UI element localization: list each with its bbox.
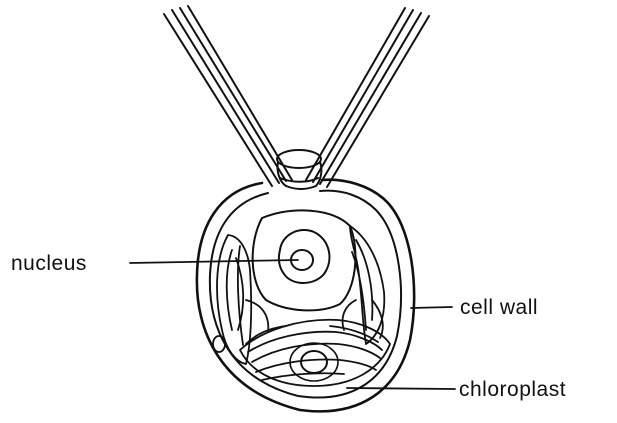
cell-wall <box>197 180 414 412</box>
leader-line-chloroplast <box>347 388 455 389</box>
label-chloroplast: chloroplast <box>459 378 566 401</box>
flagellum-left <box>164 6 292 186</box>
leader-line-nucleus <box>130 260 298 263</box>
contractile-vacuole <box>213 336 225 352</box>
label-cell-wall: cell wall <box>460 296 538 319</box>
label-nucleus: nucleus <box>11 252 87 275</box>
nuclear-envelope <box>279 230 330 283</box>
papilla <box>277 150 321 189</box>
flagellum-right <box>306 8 429 187</box>
flagella <box>164 6 429 187</box>
leader-line-cell-wall <box>411 307 452 308</box>
